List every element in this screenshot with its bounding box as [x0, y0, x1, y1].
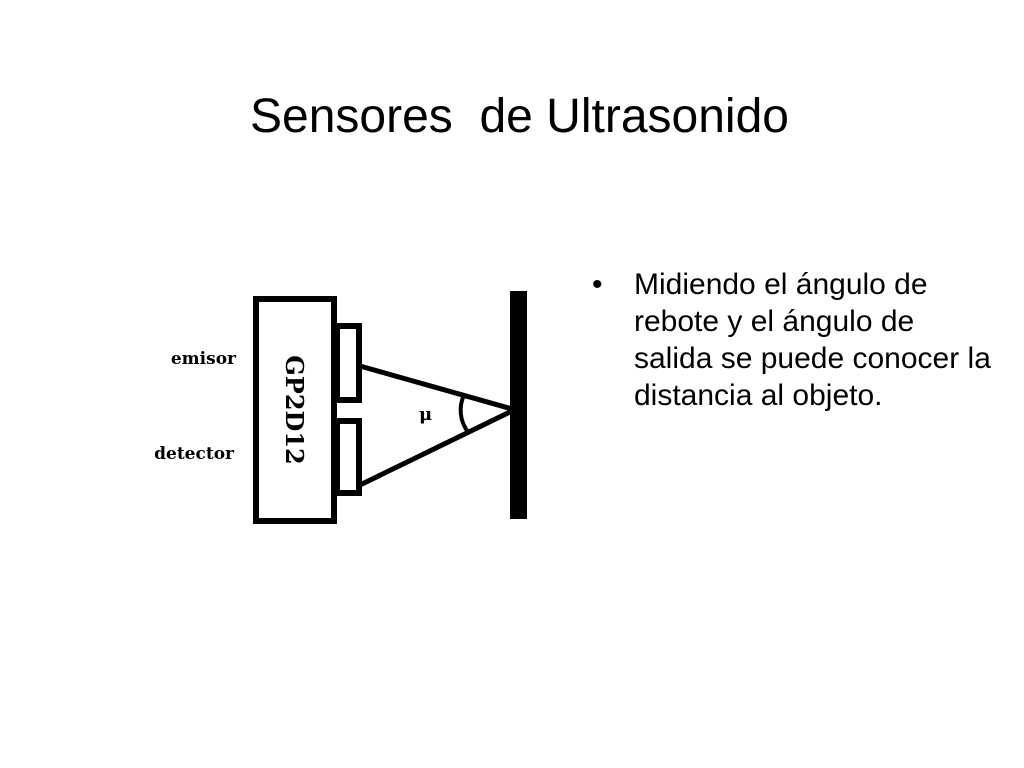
emitter-label: emisor: [171, 349, 237, 369]
angle-arc: [458, 394, 470, 434]
bullet-marker: •: [592, 268, 603, 301]
reflecting-wall: [510, 291, 527, 519]
angle-label: μ: [419, 404, 432, 425]
emitted-beam: [359, 363, 513, 412]
bullet-text: Midiendo el ángulo de rebote y el ángulo…: [634, 268, 991, 412]
sensor-body: [253, 296, 337, 524]
emitter-block: [334, 323, 362, 403]
sensor-model-label: GP2D12: [280, 355, 309, 464]
sensor-diagram: emisor detector GP2D12 μ: [130, 280, 550, 540]
reflected-beam: [358, 408, 514, 488]
slide-title: Sensores de Ultrasonido: [250, 90, 789, 143]
bullet-list: • Midiendo el ángulo de rebote y el ángu…: [592, 266, 992, 414]
detector-label: detector: [154, 444, 235, 464]
bullet-item: • Midiendo el ángulo de rebote y el ángu…: [592, 266, 992, 414]
detector-block: [334, 418, 362, 496]
sensor-diagram-svg: emisor detector GP2D12 μ: [154, 291, 527, 524]
